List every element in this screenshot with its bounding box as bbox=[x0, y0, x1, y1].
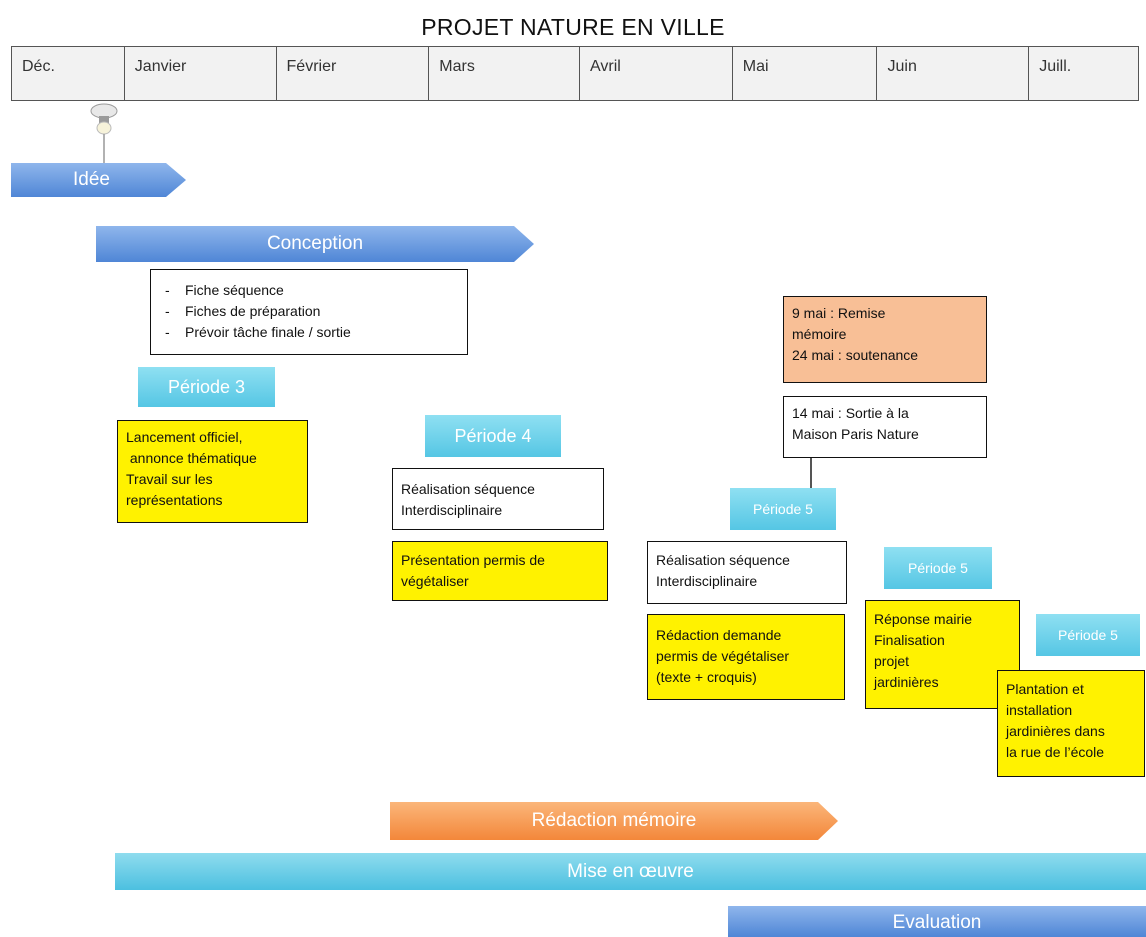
redaction-memoire-label: Rédaction mémoire bbox=[531, 810, 697, 831]
reponse-mairie-box: Réponse mairie Finalisation projet jardi… bbox=[865, 600, 1020, 709]
box-line: 24 mai : soutenance bbox=[792, 347, 919, 363]
box-line: Réponse mairie bbox=[874, 611, 973, 627]
redaction-memoire-arrow: Rédaction mémoire bbox=[390, 802, 838, 840]
remise-memoire-box: 9 mai : Remise mémoire 24 mai : soutenan… bbox=[783, 296, 987, 383]
box-line: Interdisciplinaire bbox=[656, 573, 758, 589]
month-juill: Juill. bbox=[1039, 58, 1072, 75]
idee-arrow: Idée bbox=[11, 163, 186, 197]
month-dec: Déc. bbox=[12, 47, 125, 100]
box-line: Finalisation bbox=[874, 632, 945, 648]
mise-en-oeuvre-label: Mise en œuvre bbox=[567, 860, 694, 882]
mise-en-oeuvre-bar: Mise en œuvre bbox=[115, 853, 1146, 890]
box-line: 9 mai : Remise bbox=[792, 305, 886, 321]
month-janvier: Janvier bbox=[125, 47, 277, 100]
periode-5-a: Période 5 bbox=[730, 488, 836, 530]
box-line: permis de végétaliser bbox=[656, 648, 790, 664]
box-line: représentations bbox=[126, 492, 223, 508]
month-avril: Avril bbox=[580, 47, 733, 100]
lancement-box: Lancement officiel, annonce thématique T… bbox=[117, 420, 308, 523]
box-line: la rue de l’école bbox=[1006, 744, 1105, 760]
evaluation-label: Evaluation bbox=[892, 912, 982, 933]
periode-3: Période 3 bbox=[138, 367, 275, 407]
conception-list-box: Fiche séquence Fiches de préparation Pré… bbox=[150, 269, 468, 355]
plantation-box: Plantation et installation jardinières d… bbox=[997, 670, 1145, 777]
box-line: Réalisation séquence bbox=[401, 481, 535, 497]
conception-item: Fiche séquence bbox=[159, 280, 459, 301]
box-line: jardinières bbox=[874, 674, 939, 690]
realisation-box-2: Réalisation séquence Interdisciplinaire bbox=[647, 541, 847, 604]
periode-5-c: Période 5 bbox=[1036, 614, 1140, 656]
conception-label: Conception bbox=[266, 233, 364, 254]
box-line: jardinières dans bbox=[1006, 723, 1105, 739]
box-line: annonce thématique bbox=[126, 450, 257, 466]
month-mars: Mars bbox=[429, 47, 580, 100]
month-mai: Mai bbox=[733, 47, 878, 100]
realisation-box-1: Réalisation séquence Interdisciplinaire bbox=[392, 468, 604, 530]
sortie-box: 14 mai : Sortie à la Maison Paris Nature bbox=[783, 396, 987, 458]
conception-arrow: Conception bbox=[96, 226, 534, 262]
presentation-box: Présentation permis de végétaliser bbox=[392, 541, 608, 601]
box-line: 14 mai : Sortie à la bbox=[792, 405, 909, 421]
periode-5-b: Période 5 bbox=[884, 547, 992, 589]
box-line: Lancement officiel, bbox=[126, 429, 243, 445]
box-line: Maison Paris Nature bbox=[792, 426, 919, 442]
idee-label: Idée bbox=[73, 169, 110, 190]
periode-4: Période 4 bbox=[425, 415, 561, 457]
box-line: Présentation permis de bbox=[401, 552, 545, 568]
month-juin: Juin bbox=[877, 47, 1030, 100]
box-line: (texte + croquis) bbox=[656, 669, 757, 685]
box-line: installation bbox=[1006, 702, 1073, 718]
box-line: mémoire bbox=[792, 326, 847, 342]
box-line: Interdisciplinaire bbox=[401, 502, 503, 518]
box-line: Réalisation séquence bbox=[656, 552, 790, 568]
box-line: Plantation et bbox=[1006, 681, 1084, 697]
lightbulb-icon bbox=[90, 103, 118, 163]
connector-line bbox=[810, 458, 812, 488]
conception-item: Fiches de préparation bbox=[159, 301, 459, 322]
month-fevrier: Février bbox=[277, 47, 430, 100]
box-line: Travail sur les bbox=[126, 471, 213, 487]
redaction-demande-box: Rédaction demande permis de végétaliser … bbox=[647, 614, 845, 700]
diagram-title: PROJET NATURE EN VILLE bbox=[421, 14, 725, 40]
box-line: végétaliser bbox=[401, 573, 469, 589]
box-line: projet bbox=[874, 653, 910, 669]
box-line: Rédaction demande bbox=[656, 627, 782, 643]
conception-item: Prévoir tâche finale / sortie bbox=[159, 322, 459, 343]
evaluation-bar: Evaluation bbox=[728, 906, 1146, 937]
month-timeline: Déc. Janvier Février Mars Avril Mai Juin… bbox=[11, 46, 1139, 101]
